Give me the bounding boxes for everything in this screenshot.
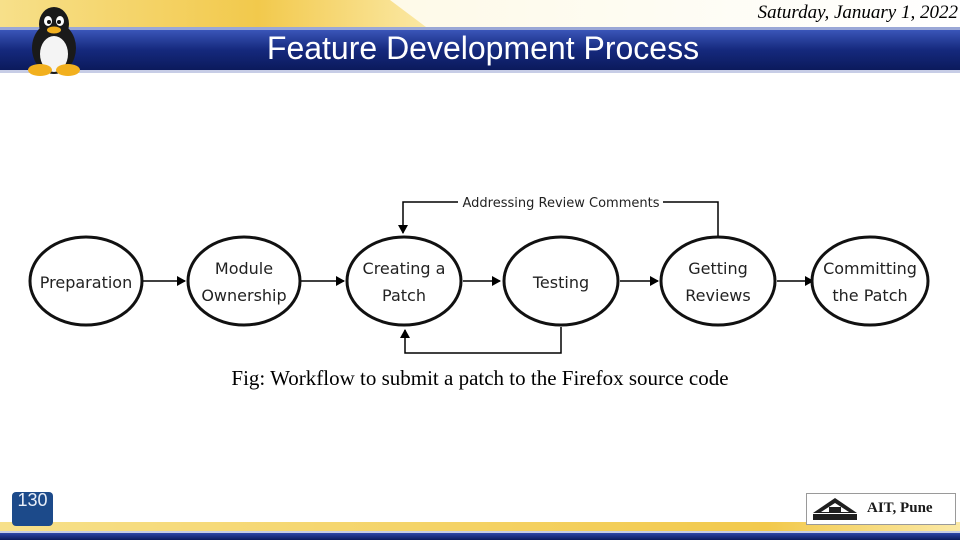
slide-number-badge: 130 bbox=[12, 492, 53, 526]
slide-title: Feature Development Process bbox=[266, 30, 700, 66]
node-preparation: Preparation bbox=[28, 235, 144, 327]
footer-band bbox=[0, 522, 960, 540]
node-label-line-1: Module bbox=[215, 259, 273, 278]
node-label: Preparation bbox=[40, 273, 132, 292]
ait-logo-icon bbox=[813, 498, 857, 520]
header-band-graphic bbox=[0, 0, 960, 73]
edge-review-loop-right bbox=[663, 201, 719, 236]
footer-band-graphic bbox=[0, 522, 960, 540]
header-band: Feature Development Process Saturday, Ja… bbox=[0, 0, 960, 78]
node-getting-reviews: Getting Reviews bbox=[659, 235, 777, 327]
node-testing: Testing bbox=[502, 235, 620, 327]
edge-testing-back-to-creating-a-patch bbox=[400, 327, 562, 354]
node-creating-a-patch: Creating a Patch bbox=[345, 235, 463, 327]
ait-logo: AIT, Pune bbox=[806, 493, 956, 525]
node-label: Testing bbox=[532, 273, 589, 292]
node-label-line-2: Patch bbox=[382, 286, 426, 305]
figure-caption: Fig: Workflow to submit a patch to the F… bbox=[231, 366, 729, 390]
ait-logo-text: AIT, Pune bbox=[867, 500, 933, 516]
node-label-line-1: Creating a bbox=[363, 259, 446, 278]
edge-review-loop-left bbox=[398, 201, 458, 234]
node-label-line-2: Ownership bbox=[201, 286, 286, 305]
tux-penguin-icon bbox=[28, 7, 80, 76]
loop-label: Addressing Review Comments bbox=[463, 196, 660, 211]
node-label-line-2: Reviews bbox=[685, 286, 750, 305]
node-committing-the-patch: Committing the Patch bbox=[810, 235, 930, 327]
slide-date: Saturday, January 1, 2022 bbox=[757, 2, 958, 23]
node-module-ownership: Module Ownership bbox=[186, 235, 302, 327]
node-label-line-2: the Patch bbox=[832, 286, 907, 305]
node-label-line-1: Getting bbox=[688, 259, 748, 278]
node-label-line-1: Committing bbox=[823, 259, 917, 278]
